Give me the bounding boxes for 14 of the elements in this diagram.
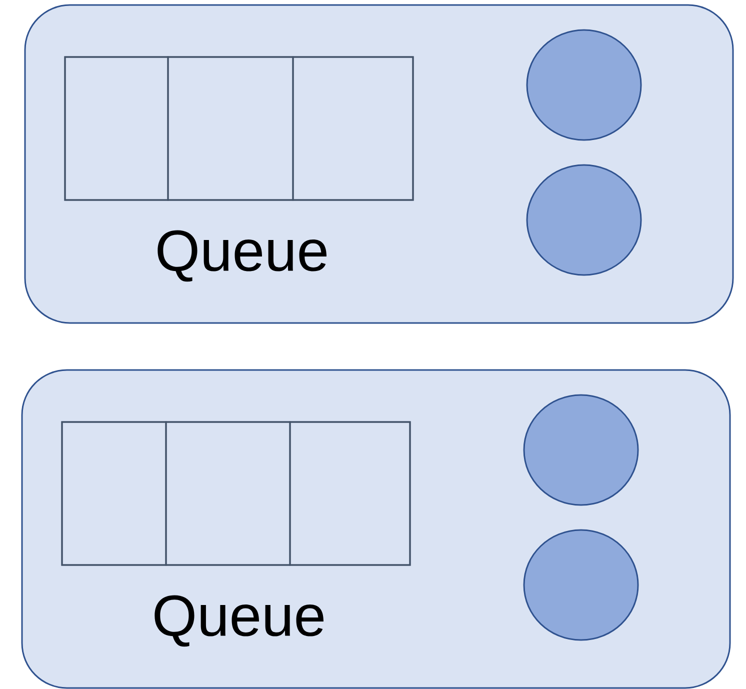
rounded-panel	[21, 369, 731, 689]
queue-cell	[64, 56, 169, 201]
node-label: Queue	[154, 595, 324, 647]
node-label: Queue	[158, 230, 326, 282]
rounded-panel	[24, 4, 734, 324]
circle	[523, 394, 639, 506]
queue-cell	[289, 421, 411, 566]
circle	[526, 164, 642, 276]
queue-cell	[165, 421, 291, 566]
queue-cell	[167, 56, 294, 201]
queue-cell	[292, 56, 414, 201]
circle	[526, 29, 642, 141]
circle	[523, 529, 639, 641]
queue-cell	[61, 421, 167, 566]
